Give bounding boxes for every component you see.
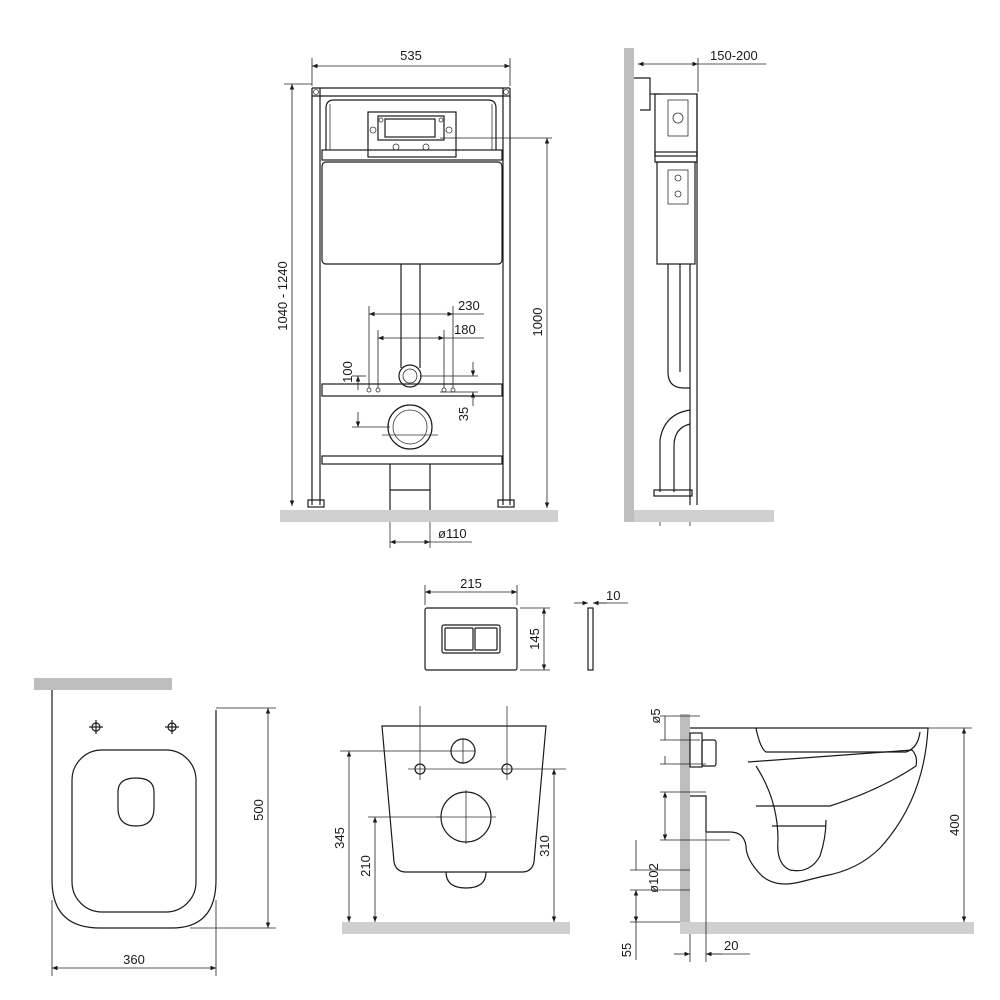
- dim-offset-35: 35: [456, 407, 471, 421]
- dim-back-pipe-height: 210: [358, 855, 373, 877]
- flush-plate: 215 145 10: [424, 576, 628, 671]
- toilet-top-view: 500 360: [34, 678, 276, 976]
- dim-spacing-180: 180: [454, 322, 476, 337]
- toilet-side-view: ø5 ø102 55 400 20: [619, 708, 974, 962]
- dim-button-height: 145: [527, 628, 542, 650]
- wall-side-view: [680, 714, 690, 922]
- dim-offset-100: 100: [340, 361, 355, 383]
- dim-pipe-diameter: ø110: [438, 526, 467, 541]
- dim-side-height: 400: [947, 814, 962, 836]
- side-view: 150-200: [624, 48, 774, 526]
- dim-outlet-diameter: ø102: [646, 863, 661, 893]
- dim-wall-offset: 20: [724, 938, 738, 953]
- dim-side-top-diameter: ø5: [648, 708, 663, 723]
- dim-toilet-width: 360: [123, 952, 145, 967]
- floor-side: [634, 510, 774, 522]
- floor-front: [280, 510, 558, 522]
- floor-side-view: [680, 922, 974, 934]
- toilet-back-view: 345 210 310: [332, 706, 570, 934]
- dim-depth-range: 150-200: [710, 48, 758, 63]
- front-view: 535 1040 - 1240 1000 230 180 100 35: [275, 48, 558, 548]
- dim-back-total-height: 345: [332, 827, 347, 849]
- dim-frame-height-range: 1040 - 1240: [275, 261, 290, 330]
- dim-button-width: 215: [460, 576, 482, 591]
- wall-top-view: [34, 678, 172, 690]
- dim-height-1000: 1000: [530, 308, 545, 337]
- dim-frame-width: 535: [400, 48, 422, 63]
- dim-button-thickness: 10: [606, 588, 620, 603]
- dim-back-right-height: 310: [537, 835, 552, 857]
- wall-side: [624, 48, 634, 522]
- dim-toilet-length: 500: [251, 799, 266, 821]
- dim-spacing-230: 230: [458, 298, 480, 313]
- floor-back-view: [342, 922, 570, 934]
- dim-bottom-offset: 55: [619, 943, 634, 957]
